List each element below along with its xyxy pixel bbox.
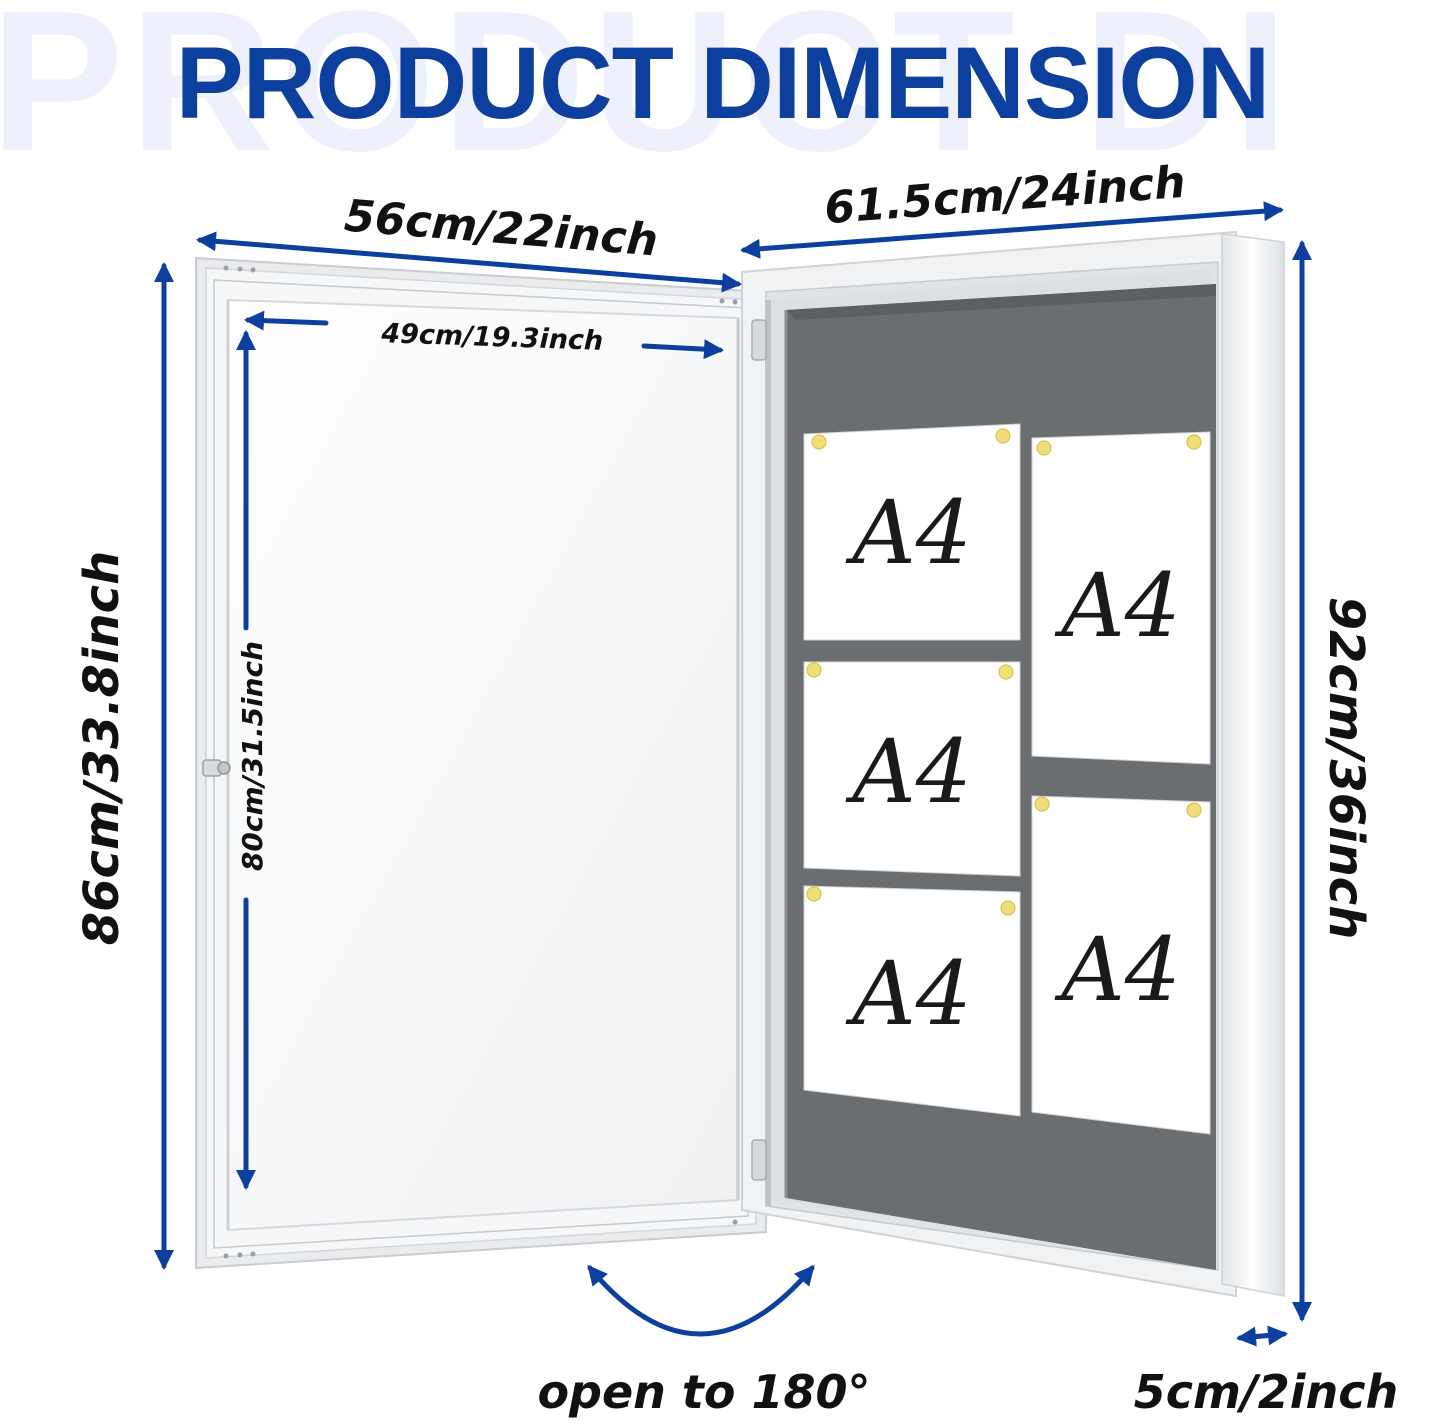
pushpin-icon	[1000, 900, 1016, 916]
cabinet-door	[195, 256, 767, 1270]
pushpin-icon	[1186, 434, 1202, 450]
door-lock-icon[interactable]	[202, 759, 231, 777]
pushpin-icon	[1034, 796, 1050, 812]
open-rotation-arrow-icon	[587, 1264, 815, 1337]
pushpin-icon	[811, 434, 827, 450]
pushpin-icon	[998, 664, 1014, 680]
depth-arrow	[1236, 1325, 1288, 1347]
sheet-label: A4	[1054, 554, 1181, 657]
a4-sheet-4: A4	[1031, 795, 1211, 1135]
inner-width-arrow-left	[244, 310, 329, 331]
cabinet-width-arrow	[740, 201, 1284, 259]
title-watermark: PRODUCT DI	[0, 0, 1295, 193]
pushpin-icon	[995, 428, 1011, 444]
sheet-label: A4	[845, 942, 972, 1045]
door-height-label: 86cm/33.8inch	[74, 551, 130, 945]
depth-label: 5cm/2inch	[1134, 1365, 1399, 1419]
a4-sheet-5: A4	[803, 885, 1021, 1117]
sheet-label: A4	[845, 720, 972, 823]
page-title: PRODUCT DIMENSION	[175, 26, 1271, 140]
pushpin-icon	[806, 886, 822, 902]
a4-sheet-1: A4	[803, 423, 1021, 641]
pushpin-icon	[806, 662, 822, 678]
pushpin-icon	[1036, 440, 1052, 456]
cabinet-height-label: 92cm/36inch	[1318, 597, 1374, 940]
opening-label: open to 180°	[537, 1365, 870, 1419]
door-width-arrow	[196, 231, 742, 293]
sheet-label: A4	[1054, 918, 1181, 1021]
sheet-label: A4	[845, 481, 972, 584]
inner-height-label: 80cm/31.5inch	[236, 641, 269, 871]
pushpin-icon	[1186, 802, 1202, 818]
a4-sheet-3: A4	[803, 661, 1021, 877]
inner-width-arrow-right	[641, 339, 724, 360]
a4-sheet-2: A4	[1031, 431, 1211, 765]
